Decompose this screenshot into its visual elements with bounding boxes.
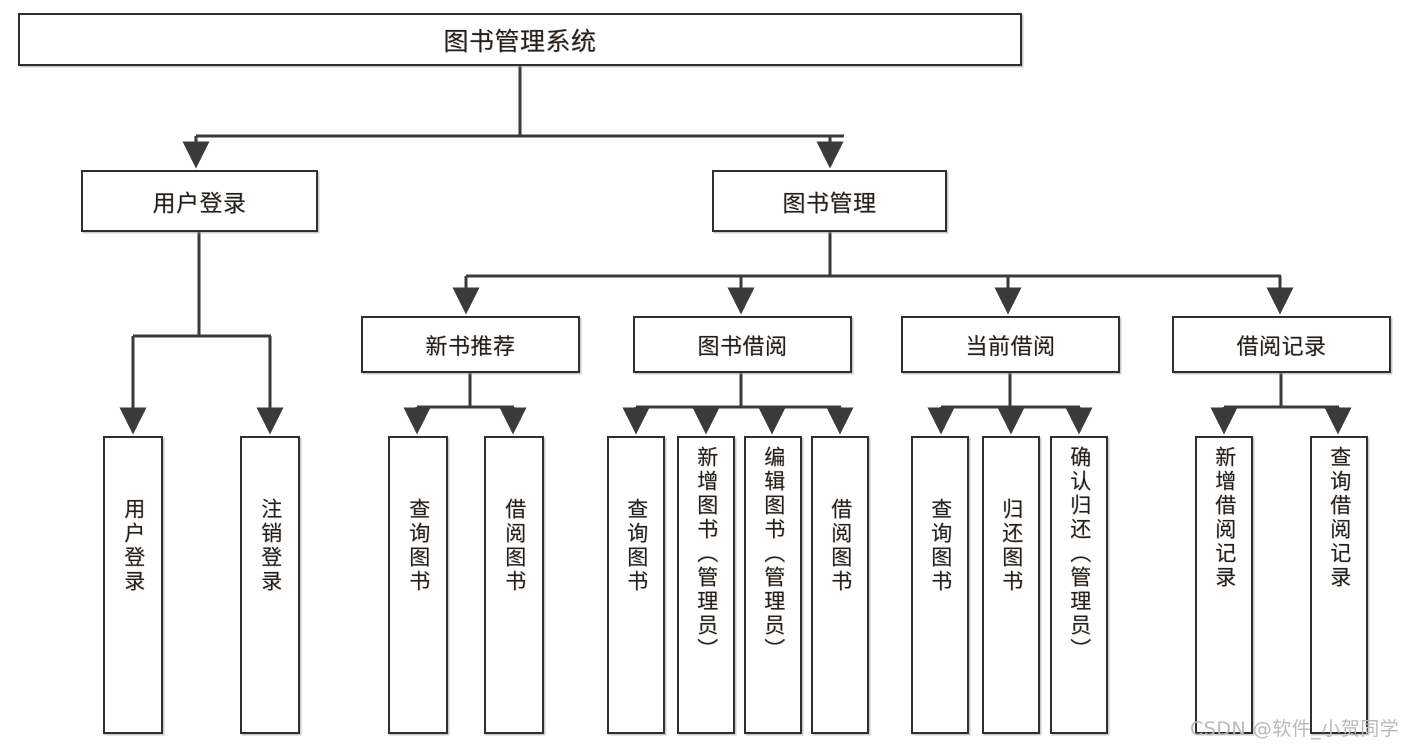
node-label: 注销登录 <box>258 498 283 594</box>
node-label: 归还图书 <box>999 498 1024 594</box>
node-user-login[interactable]: 用户登录 <box>81 170 318 232</box>
watermark: CSDN @软件_小贺同学 <box>1190 718 1400 740</box>
node-new-book-recommendation[interactable]: 新书推荐 <box>361 316 580 373</box>
leaf-borrow-record-query-record[interactable]: 查询借阅记录 <box>1310 436 1368 734</box>
node-label: 用户登录 <box>152 191 247 217</box>
node-current-borrowing[interactable]: 当前借阅 <box>901 316 1120 373</box>
leaf-book-borrow-query-books[interactable]: 查询图书 <box>607 436 665 734</box>
node-label: 借阅图书 <box>828 498 853 594</box>
node-label: 图书管理 <box>782 191 877 217</box>
node-label: 查询借阅记录 <box>1327 446 1352 590</box>
node-borrowing-records[interactable]: 借阅记录 <box>1172 316 1391 373</box>
leaf-borrow-record-add-record[interactable]: 新增借阅记录 <box>1195 436 1253 734</box>
node-label: 新增借阅记录 <box>1212 446 1237 590</box>
node-label: 图书借阅 <box>697 334 788 360</box>
node-book-management[interactable]: 图书管理 <box>712 170 947 232</box>
node-label: 新书推荐 <box>425 334 516 360</box>
leaf-current-borrow-return-books[interactable]: 归还图书 <box>982 436 1040 734</box>
leaf-book-borrow-edit-book-admin[interactable]: 编辑图书（管理员） <box>744 436 802 734</box>
node-label: 查询图书 <box>928 498 953 594</box>
leaf-current-borrow-query-books[interactable]: 查询图书 <box>911 436 969 734</box>
leaf-current-borrow-confirm-return-admin[interactable]: 确认归还（管理员） <box>1050 436 1108 734</box>
leaf-new-book-borrow-books[interactable]: 借阅图书 <box>484 436 544 734</box>
node-label: 查询图书 <box>624 498 649 594</box>
leaf-book-borrow-add-book-admin[interactable]: 新增图书（管理员） <box>677 436 735 734</box>
node-label: 借阅记录 <box>1236 334 1327 360</box>
node-label: 当前借阅 <box>965 334 1056 360</box>
node-label: 借阅图书 <box>502 498 527 594</box>
leaf-new-book-query-books[interactable]: 查询图书 <box>388 436 448 734</box>
node-label: 编辑图书（管理员） <box>761 446 786 662</box>
node-root-library-management-system[interactable]: 图书管理系统 <box>18 13 1022 66</box>
leaf-user-login-signin[interactable]: 用户登录 <box>103 436 163 734</box>
node-book-borrowing[interactable]: 图书借阅 <box>633 316 852 373</box>
node-label: 用户登录 <box>121 498 146 594</box>
node-label: 新增图书（管理员） <box>694 446 719 662</box>
node-label: 图书管理系统 <box>443 26 597 56</box>
node-label: 确认归还（管理员） <box>1067 446 1092 662</box>
node-label: 查询图书 <box>406 498 431 594</box>
leaf-book-borrow-borrow-books[interactable]: 借阅图书 <box>811 436 869 734</box>
leaf-user-login-signout[interactable]: 注销登录 <box>240 436 300 734</box>
